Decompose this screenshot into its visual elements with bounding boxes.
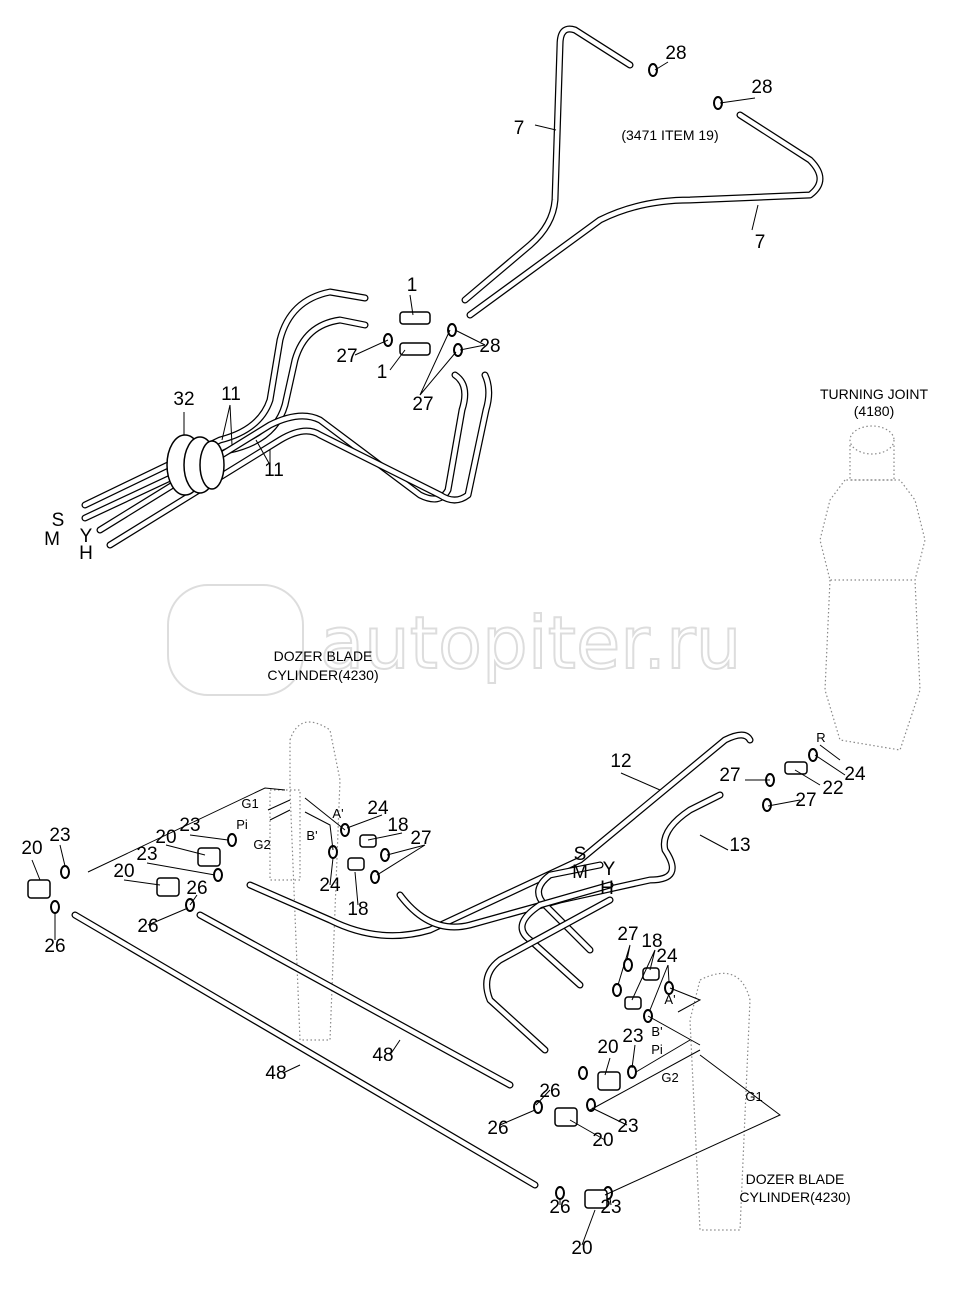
part-number: 26 xyxy=(487,1118,508,1139)
port-pi: Pi xyxy=(651,1042,663,1057)
part-number: 24 xyxy=(844,764,866,785)
part-number: 23 xyxy=(49,825,70,846)
caption-3471: (3471 ITEM 19) xyxy=(621,127,718,143)
part-number: 27 xyxy=(795,790,816,811)
port-g2: G2 xyxy=(661,1070,678,1085)
part-number: 27 xyxy=(410,828,431,849)
part-number: 28 xyxy=(751,77,772,98)
part-number: 22 xyxy=(822,778,843,799)
part-number: 23 xyxy=(622,1026,643,1047)
part-number: 23 xyxy=(136,844,157,865)
part-number: 26 xyxy=(186,878,207,899)
leader-lines xyxy=(31,61,846,1246)
caption-turning-joint: TURNING JOINT xyxy=(820,386,929,402)
part-number: 24 xyxy=(656,946,678,967)
o-rings xyxy=(50,63,818,1200)
port-b-prime: B' xyxy=(306,828,317,843)
port-g1: G1 xyxy=(241,796,258,811)
port-h: H xyxy=(79,543,93,564)
fittings xyxy=(27,311,808,1209)
part-number: 26 xyxy=(137,916,158,937)
port-g2: G2 xyxy=(253,837,270,852)
part-number: 13 xyxy=(729,835,750,856)
clamp-32 xyxy=(166,434,225,496)
part-number: 1 xyxy=(407,275,418,296)
port-s: S xyxy=(52,510,65,531)
turning-joint-outline xyxy=(819,425,926,751)
part-number: 27 xyxy=(336,346,357,367)
part-number: 23 xyxy=(617,1116,638,1137)
part-number: 28 xyxy=(665,43,686,64)
port-g1: G1 xyxy=(745,1089,762,1104)
part-number: 20 xyxy=(21,838,42,859)
port-a-prime: A' xyxy=(664,992,675,1007)
caption-dozer-right: DOZER BLADE xyxy=(746,1171,845,1187)
port-h: H xyxy=(600,878,614,899)
part-number: 23 xyxy=(179,815,200,836)
part-number: 26 xyxy=(539,1081,560,1102)
hoses xyxy=(71,25,824,1189)
part-number: 20 xyxy=(592,1130,613,1151)
part-number: 28 xyxy=(479,336,500,357)
part-number: 32 xyxy=(173,389,194,410)
watermark: autopiter.ru xyxy=(167,584,742,696)
watermark-text: autopiter.ru xyxy=(320,601,741,685)
part-number: 20 xyxy=(113,861,134,882)
port-labels: S M Y H S M Y H R G1 Pi G2 A' B' A' B' P… xyxy=(44,510,826,1104)
part-number: 24 xyxy=(319,875,341,896)
part-numbers: 28 28 7 7 1 27 1 28 27 32 11 11 12 27 22… xyxy=(21,43,866,1259)
caption-dozer-right-ref: CYLINDER(4230) xyxy=(739,1189,850,1205)
part-number: 12 xyxy=(610,751,631,772)
part-number: 7 xyxy=(514,118,525,139)
caption-dozer-left: DOZER BLADE xyxy=(274,648,373,664)
port-pi: Pi xyxy=(236,817,248,832)
port-y: Y xyxy=(603,859,616,880)
part-number: 20 xyxy=(155,827,176,848)
part-number: 20 xyxy=(571,1238,592,1259)
port-y: Y xyxy=(80,526,93,547)
part-number: 48 xyxy=(265,1063,286,1084)
port-m: M xyxy=(572,862,588,883)
part-number: 7 xyxy=(755,232,766,253)
port-m: M xyxy=(44,529,60,550)
part-number: 23 xyxy=(600,1197,621,1218)
part-number: 11 xyxy=(221,384,241,405)
part-number: 48 xyxy=(372,1045,393,1066)
part-number: 26 xyxy=(44,936,65,957)
dozer-cylinder-left xyxy=(269,721,341,1041)
part-number: 27 xyxy=(412,394,433,415)
port-r: R xyxy=(816,730,825,745)
part-number: 27 xyxy=(719,765,740,786)
caption-dozer-left-ref: CYLINDER(4230) xyxy=(267,667,378,683)
caption-turning-joint-ref: (4180) xyxy=(854,403,894,419)
part-number: 24 xyxy=(367,798,389,819)
part-number: 27 xyxy=(617,924,638,945)
part-number: 20 xyxy=(597,1037,618,1058)
captions: (3471 ITEM 19) TURNING JOINT (4180) DOZE… xyxy=(267,127,928,1205)
part-number: 18 xyxy=(387,815,408,836)
part-number: 1 xyxy=(377,362,388,383)
part-number: 26 xyxy=(549,1197,570,1218)
port-s: S xyxy=(574,844,587,865)
port-a-prime: A' xyxy=(332,806,343,821)
port-b-prime: B' xyxy=(651,1024,662,1039)
part-number: 18 xyxy=(347,899,368,920)
part-number: 18 xyxy=(641,931,662,952)
dozer-cylinder-right xyxy=(689,972,751,1231)
part-number: 11 xyxy=(264,460,284,481)
